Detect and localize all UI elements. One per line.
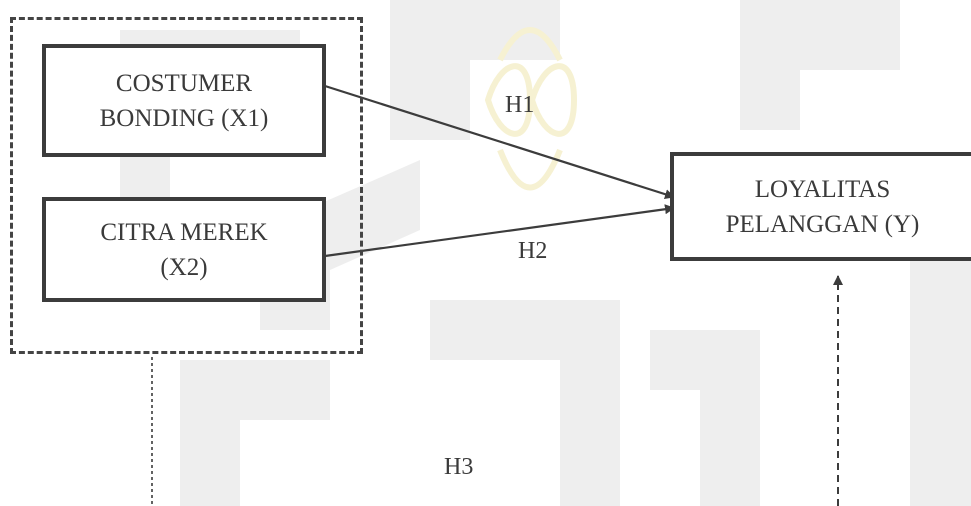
h1-arrow <box>325 86 674 197</box>
node-label-line: (X2) <box>160 250 207 285</box>
node-label-line: CITRA MEREK <box>100 215 267 250</box>
h2-arrow <box>325 208 674 256</box>
h3-label: H3 <box>444 454 473 481</box>
node-label-line: BONDING (X1) <box>100 101 269 136</box>
costumer-bonding-box: COSTUMER BONDING (X1) <box>42 44 326 157</box>
loyalitas-pelanggan-box: LOYALITAS PELANGGAN (Y) <box>670 152 971 261</box>
citra-merek-box: CITRA MEREK (X2) <box>42 197 326 302</box>
node-label-line: COSTUMER <box>116 66 252 101</box>
node-label-line: LOYALITAS <box>755 172 891 207</box>
h1-label: H1 <box>505 92 534 119</box>
node-label-line: PELANGGAN (Y) <box>726 207 920 242</box>
h2-label: H2 <box>518 238 547 265</box>
